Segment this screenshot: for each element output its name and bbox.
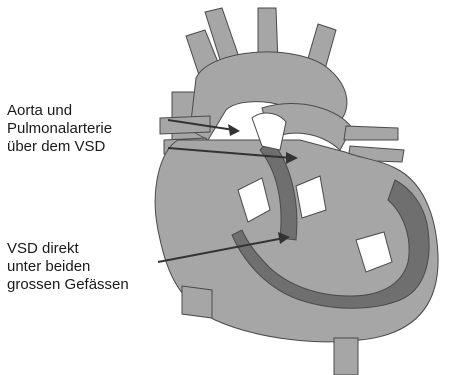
pulmonary-vein-upper: [344, 126, 398, 140]
vsd-label-line3: grossen Gefässen: [7, 276, 129, 294]
vsd-label-line1: VSD direkt: [7, 240, 129, 258]
aorta-pulmonary-label-line1: Aorta und: [7, 102, 112, 120]
vsd-label: VSD direkt unter beiden grossen Gefässen: [7, 240, 129, 294]
descending-vessel: [334, 338, 358, 375]
aorta-pulmonary-label-line2: Pulmonalarterie: [7, 120, 112, 138]
aorta-pulmonary-label: Aorta und Pulmonalarterie über dem VSD: [7, 102, 112, 156]
aorta-pulmonary-label-line3: über dem VSD: [7, 138, 112, 156]
inferior-vena-cava: [182, 286, 212, 318]
vsd-label-line2: unter beiden: [7, 258, 129, 276]
